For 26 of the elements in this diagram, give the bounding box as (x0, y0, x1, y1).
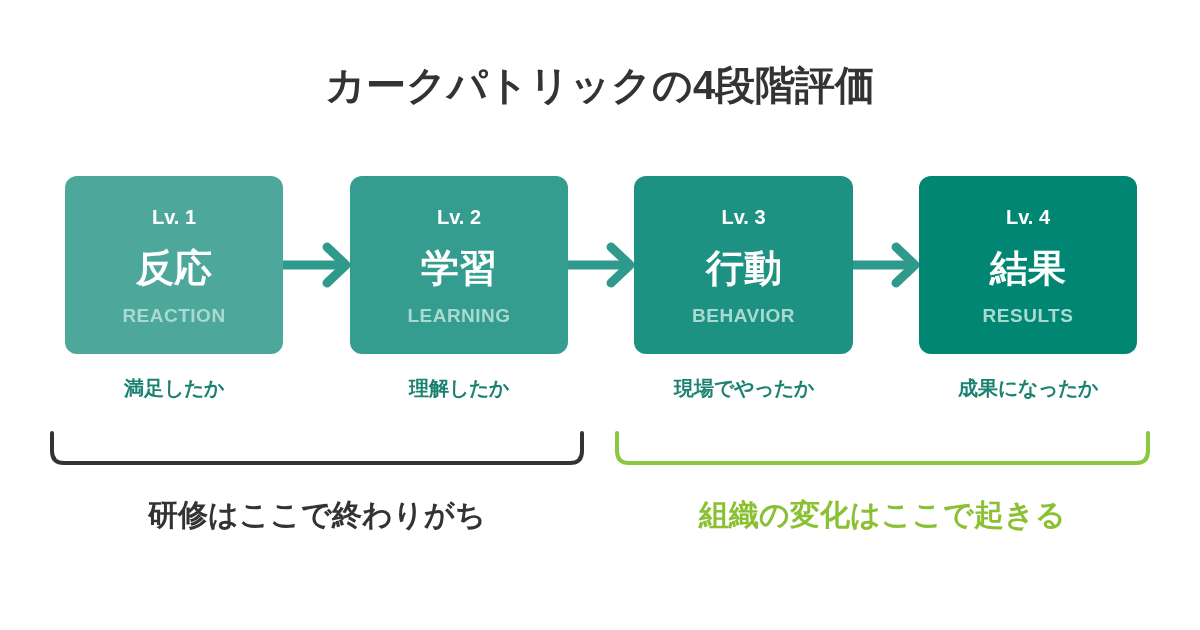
stage-title: 学習 (421, 246, 497, 291)
bracket-caption: 研修はここで終わりがち (148, 497, 486, 533)
level-box (350, 176, 568, 354)
bracket-caption: 組織の変化はここで起きる (698, 497, 1066, 533)
level-label: Lv. 4 (1005, 205, 1051, 229)
stage-subtitle: LEARNING (407, 304, 511, 327)
stage-subtitle: RESULTS (982, 304, 1074, 327)
question-text: 満足したか (124, 376, 224, 400)
arrow (283, 242, 351, 288)
level-box (65, 176, 283, 354)
stage-subtitle: BEHAVIOR (692, 304, 795, 327)
question-text: 成果になったか (958, 376, 1098, 400)
level-label: Lv. 1 (151, 205, 197, 229)
stage-title: 結果 (990, 246, 1066, 291)
stage-title: 行動 (705, 246, 782, 291)
level-label: Lv. 3 (721, 205, 766, 229)
question-text: 現場でやったか (673, 376, 814, 400)
level-label: Lv. 2 (436, 205, 482, 229)
question-text: 理解したか (409, 376, 509, 400)
arrow (568, 242, 635, 288)
stage-subtitle: REACTION (122, 304, 226, 327)
title: カークパトリックの4段階評価 (324, 62, 876, 109)
stage-title: 反応 (136, 246, 212, 291)
level-box (919, 176, 1137, 354)
level-box (634, 176, 853, 354)
arrow (853, 242, 920, 288)
